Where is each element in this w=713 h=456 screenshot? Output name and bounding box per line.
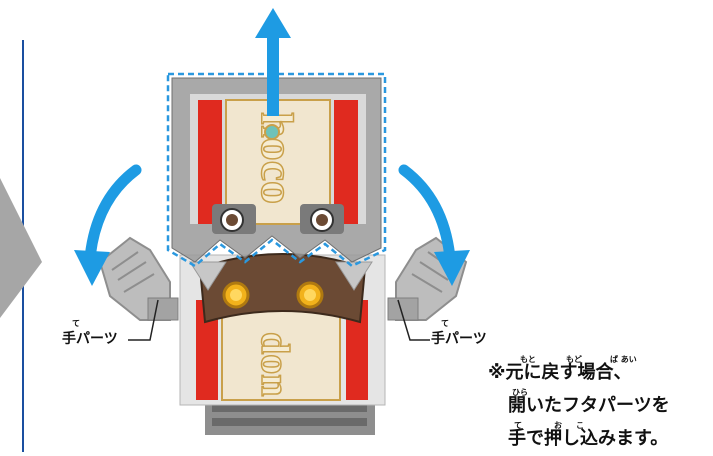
note-line1-ruby-3: ば あい [610, 355, 637, 364]
figure-body [179, 253, 386, 406]
left-part-label: 手パーツ [62, 331, 118, 347]
note-line2-ruby: ひら [512, 388, 528, 397]
right-part-ruby: て [441, 319, 449, 328]
left-part-ruby: て [72, 319, 80, 328]
logo-text-bottom: don [253, 332, 298, 397]
note-line1-ruby-2: もど [566, 355, 582, 364]
note-line3-ruby-3: こ [576, 421, 584, 430]
lid-dashed-outline [166, 72, 387, 268]
note-line1: ※元に戻す場合、 [488, 362, 632, 383]
logo-text-top: hoco [252, 112, 303, 204]
note-line3-ruby-1: て [514, 421, 522, 430]
note-line2: 開いたフタパーツを [508, 395, 670, 416]
left-hand-part [98, 236, 179, 321]
note-line1-ruby-1: もと [520, 355, 536, 364]
right-curved-arrow-icon [398, 164, 470, 286]
left-leader-line [128, 299, 159, 341]
right-leader-line [397, 299, 430, 341]
up-arrow-icon [255, 8, 291, 116]
note-line3-ruby-2: お [554, 421, 562, 430]
gray-chevron-icon [0, 178, 42, 318]
right-part-label: 手パーツ [431, 331, 487, 347]
logo-dot [264, 124, 280, 140]
left-curved-arrow-icon [74, 164, 142, 286]
note-line3: 手で押し込みます。 [508, 428, 669, 449]
